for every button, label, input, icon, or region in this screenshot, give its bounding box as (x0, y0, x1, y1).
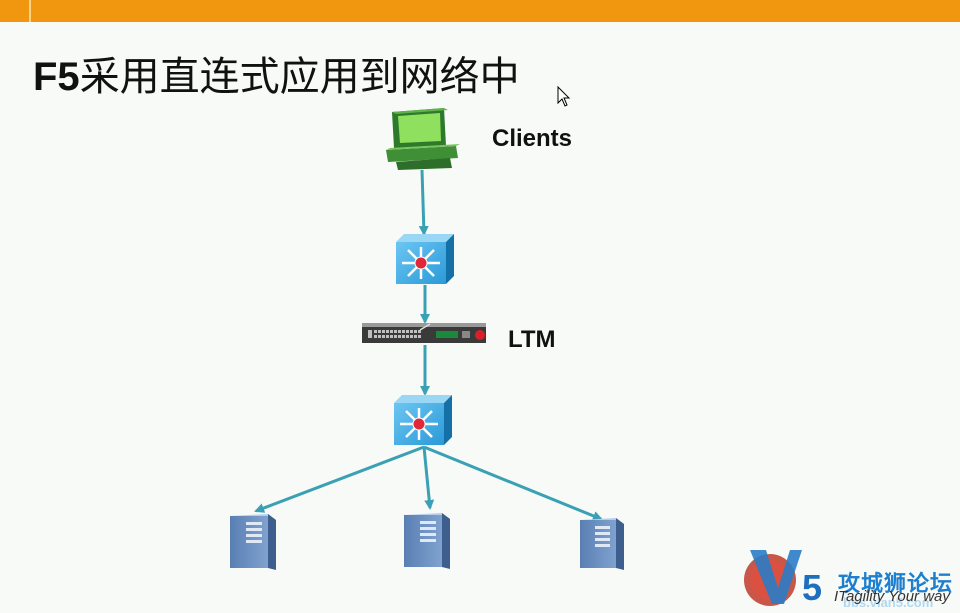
edge-switch-server-left (254, 445, 425, 513)
top-accent-bar (0, 0, 960, 22)
edge-clients-switch-top (418, 169, 429, 236)
ltm-appliance-icon (362, 323, 486, 343)
edge-switch-server-center (422, 446, 435, 510)
server-left-icon (230, 514, 276, 570)
server-right-icon (580, 518, 624, 570)
multilayer-switch-top-icon (396, 234, 454, 284)
watermark-url: bbs.vlan5.com (843, 595, 934, 610)
ltm-label: LTM (508, 326, 556, 353)
server-center-icon (404, 513, 450, 569)
site-logo-icon: 5 (744, 550, 822, 608)
clients-label: Clients (492, 125, 573, 152)
watermark-site-name: 攻城狮论坛 (838, 572, 954, 597)
slide-title: F5采用直连式应用到网络中 (33, 44, 520, 102)
watermark-slogan: ITagility Your way (834, 588, 950, 605)
workstation-icon (386, 108, 460, 170)
edge-switch-server-right (423, 445, 603, 521)
slide-title-text: 采用直连式应用到网络中 (79, 54, 520, 100)
edges (254, 169, 603, 521)
top-bar-divider (29, 0, 31, 22)
multilayer-switch-bottom-icon (394, 395, 452, 445)
slide-title-brand: F5 (33, 55, 80, 99)
watermark: 5 攻城狮论坛 bbs.vlan5.com ITagility Your way (740, 538, 960, 613)
logo-numeral: 5 (802, 567, 822, 608)
mouse-cursor-icon (557, 86, 571, 107)
